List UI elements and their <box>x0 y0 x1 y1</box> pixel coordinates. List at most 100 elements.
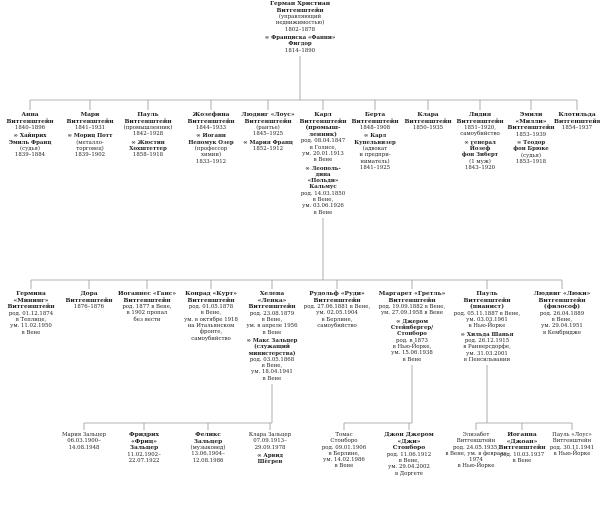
person-detail-line: в Вене <box>512 458 532 465</box>
person-detail-line: в Вене, ум. в феврале 1974 <box>445 450 507 464</box>
spouse-detail-line: 1839–1902 <box>74 152 106 159</box>
person-name-line: Витгенштейн <box>187 296 235 304</box>
spouse-name-line: Хохштеттер <box>129 146 167 153</box>
person-detail-line: ум. 29.04.2002 <box>388 464 430 471</box>
person-detail-line: 11.02.1902– <box>127 451 161 458</box>
spouse-detail-line: в Вене <box>313 209 333 216</box>
person-detail-line: в Нью-Йорке <box>457 463 495 470</box>
person-name-line: Пауль <box>137 111 159 118</box>
spouse-name-line: ∞ Леополь- <box>305 165 341 172</box>
spouse-name-line: ∞ Макс Зальцер <box>246 337 298 344</box>
person-detail-line: на Итальянском <box>187 323 235 330</box>
person-detail-line: в Вене <box>334 463 354 470</box>
person-detail-line: 1851–1920, <box>464 125 496 132</box>
spouse-name-line: Шёгрен <box>257 459 283 466</box>
spouse-detail-line: (1 муж) <box>469 158 491 165</box>
spouse-name-line: ∞ Арвид <box>257 452 283 459</box>
person-name-line: (промыш- <box>305 124 341 132</box>
person-name-line: Витгенштейн <box>248 303 296 311</box>
spouse-name-line: ∞ Иоганн <box>196 133 226 140</box>
spouse-detail-line: (судья) <box>19 146 41 153</box>
person-name-line: Витгенштейн <box>351 117 399 125</box>
spouse-detail-line: 1853–1918 <box>515 158 547 165</box>
person-name-line: Клара <box>417 111 439 118</box>
spouse-name-line: ∞ Хильда Шанья <box>460 331 514 338</box>
person-detail-line: Мария Зальцер <box>62 432 106 438</box>
person-name-line: Витгенштейн <box>554 117 600 125</box>
person-detail-line: в Нью-Йорке <box>553 450 591 457</box>
spouse-detail-line: (профессор <box>194 146 228 153</box>
person-name-line: «Фриц» <box>131 437 157 445</box>
spouse-name-line: ∞ Теодор <box>516 140 546 147</box>
spouse-detail-line: род. в 1873 <box>396 337 428 344</box>
spouse-name-line: ∞ Мария Франц <box>243 139 293 146</box>
person-detail-line: 12.08.1986 <box>192 457 224 464</box>
spouse-name-line: Кальмус <box>309 184 337 191</box>
person-name-line: Витгенштейн <box>276 6 324 14</box>
person-detail-line: ум. 27.09.1958 в Вене <box>380 310 444 317</box>
spouse-detail-line: торговец) <box>76 146 104 153</box>
person-detail-line: в Доргете <box>394 470 423 477</box>
person-name-line: Лидия <box>468 111 492 118</box>
person-detail-line: Пауль «Лоус» <box>552 432 592 438</box>
spouse-name-line: Купельвизер <box>354 139 396 146</box>
spouse-detail-line: (судья) <box>520 152 542 159</box>
spouse-name-line: министерства) <box>248 350 296 357</box>
person-name-line: «Джоан» <box>506 437 538 445</box>
person-name-line: Фридрих <box>128 431 159 438</box>
person-name-line: Эмили <box>519 111 543 118</box>
person-detail-line: род. 10.03.1937 <box>499 451 545 458</box>
spouse-detail-line: 1852–1912 <box>252 146 284 153</box>
spouse-name-line: фон Брюке <box>513 146 549 153</box>
person-name-line: Гермина <box>16 290 46 297</box>
person-name-line: Рудольф «Руди» <box>309 290 365 297</box>
person-detail-line: недвижимостью) <box>275 20 325 27</box>
person-detail-line: (управляющий <box>278 14 322 21</box>
person-detail-line: в Вене, <box>261 317 283 324</box>
person-detail-line: в 1902 пропал <box>126 310 168 317</box>
person-detail-line: в Голисе, <box>309 144 337 151</box>
person-name-line: Витгенштейн <box>7 303 55 311</box>
person-detail-line: самоубийство <box>191 335 231 342</box>
spouse-name-line: фон Зиберт <box>461 152 499 159</box>
person-detail-line: самоубийство <box>460 131 500 138</box>
person-detail-line: ум. 20.01.1913 <box>302 150 344 157</box>
person-detail-line: род. 01.12.1874 <box>8 310 54 317</box>
person-name-line: Стонборо <box>392 444 426 452</box>
person-name-line: Витгенштейн <box>313 296 361 304</box>
person-detail-line: 22.07.1922 <box>128 458 160 465</box>
spouse-detail-line: в Вене, <box>261 363 283 370</box>
person-name-line: Мари <box>80 111 100 118</box>
person-detail-line: в Вене <box>21 329 41 336</box>
spouse-name-line: Непомук Озер <box>188 139 234 146</box>
person-detail-line: 1802–1878 <box>284 26 316 33</box>
person-detail-line: род. 19.09.1882 в Вене, <box>378 304 446 311</box>
person-name-line: Витгенштейн <box>65 296 113 304</box>
person-name-line: Зальцер <box>193 437 223 445</box>
person-name-line: Иоганна <box>507 431 537 438</box>
spouse-name-line: «Польди» <box>307 178 339 185</box>
spouse-name-line: ∞ Карл <box>363 133 387 140</box>
person-name-line: Карл <box>314 111 332 118</box>
spouse-name-line: дина <box>315 171 331 178</box>
spouse-name-line: ∞ Мориц Потт <box>67 133 113 140</box>
person-detail-line: в Кембридже <box>542 329 582 336</box>
person-detail-line: 13.06.1904– <box>191 451 225 458</box>
person-detail-line: 06.03.1900– <box>67 438 101 445</box>
person-name-line: Маргарет «Гретль» <box>378 290 446 297</box>
person-detail-line: в Вене <box>262 329 282 336</box>
person-detail-line: 1854–1937 <box>561 125 593 132</box>
person-detail-line: Витгенштейн <box>456 438 496 445</box>
spouse-detail-line: ум. 15.06.1938 <box>391 350 433 357</box>
person-name-line: Пауль <box>476 290 498 297</box>
spouse-detail-line: род. 03.05.1868 <box>249 356 295 363</box>
